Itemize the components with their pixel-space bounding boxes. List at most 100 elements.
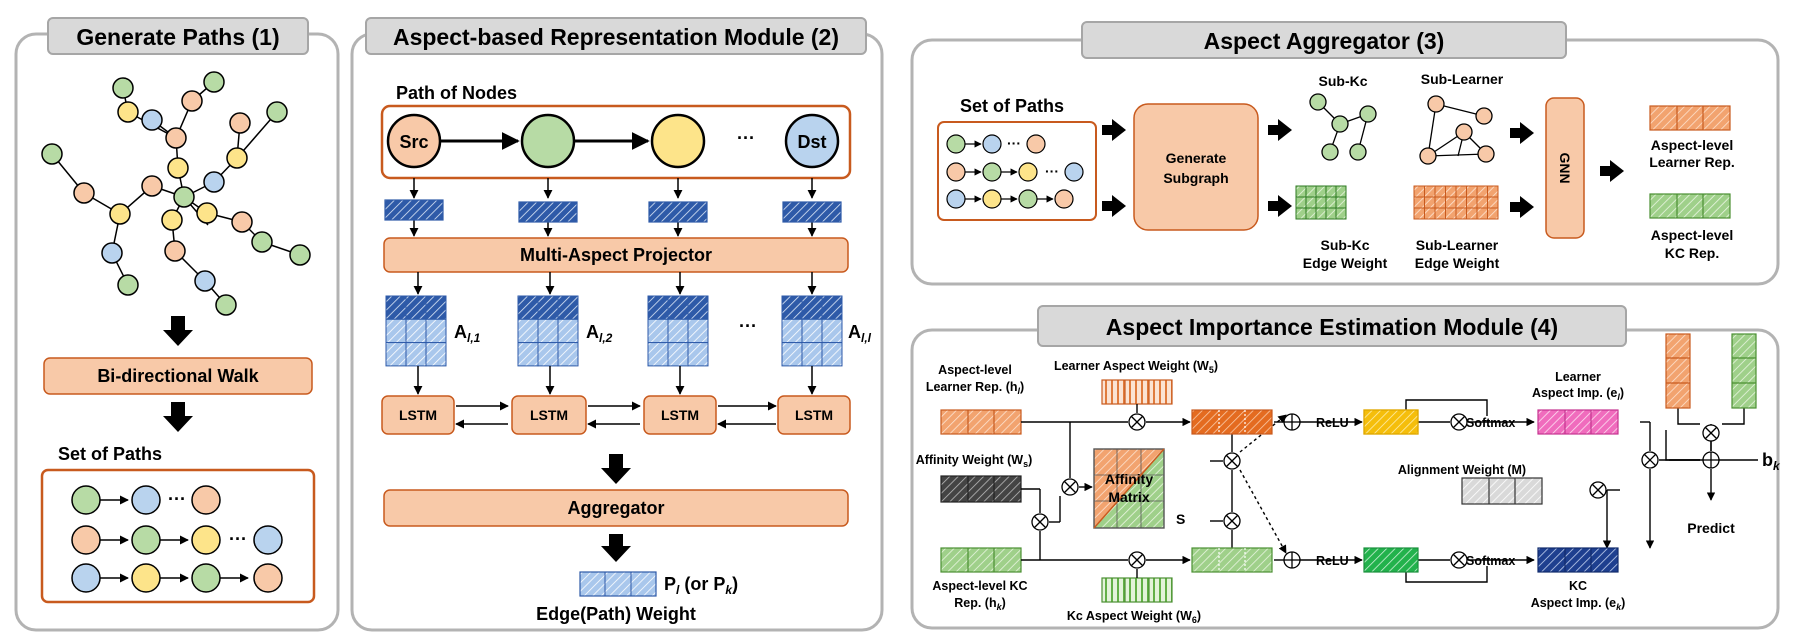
aspect-learner-rep-vector bbox=[1649, 105, 1731, 131]
multiply-operator-icon bbox=[1223, 512, 1241, 530]
matrix-cell bbox=[1315, 185, 1327, 198]
lstm-label: LSTM bbox=[795, 407, 833, 423]
multiply-operator-icon bbox=[1031, 513, 1049, 531]
lstm-cell: LSTM bbox=[381, 395, 455, 435]
kc-importance-vector bbox=[1537, 547, 1619, 573]
matrix-cell bbox=[425, 295, 447, 320]
matrix-cell bbox=[821, 318, 843, 344]
panel-title-3: Aspect Aggregator (3) bbox=[1204, 28, 1445, 54]
matrix-cell bbox=[1445, 196, 1457, 209]
matrix-cell bbox=[1335, 207, 1347, 220]
matrix-cell bbox=[1445, 185, 1457, 198]
add-operator-icon bbox=[1283, 413, 1301, 431]
kc-importance-label: Aspect Imp. (ek) bbox=[1531, 596, 1626, 612]
path-weight-label: Pl (or Pk) bbox=[664, 574, 738, 597]
matrix-cell bbox=[537, 318, 559, 344]
aspect-matrix-label-1: Al,1 bbox=[454, 322, 481, 345]
matrix-cell bbox=[1434, 185, 1446, 198]
multiply-operator-icon bbox=[1589, 481, 1607, 499]
sub-kc-edge-weight-label: Sub-Kc bbox=[1321, 237, 1370, 253]
p4-kc-rep-label: Aspect-level KC bbox=[932, 579, 1027, 593]
learner-relu-vector bbox=[1363, 409, 1419, 435]
vertical-kc-rep bbox=[1731, 333, 1757, 409]
aspect-kc-rep-label: KC Rep. bbox=[1665, 245, 1719, 261]
relu-label-bottom: ReLU bbox=[1316, 554, 1349, 568]
sub-learner-graph bbox=[1419, 95, 1495, 165]
panel-aspect-representation: Aspect-based Representation Module (2) bbox=[350, 17, 884, 632]
matrix-cell bbox=[801, 295, 823, 320]
matrix-cell bbox=[557, 318, 579, 344]
matrix-cell bbox=[647, 295, 669, 320]
path-of-nodes-box: Src Dst ··· bbox=[380, 104, 852, 180]
matrix-cell bbox=[1424, 185, 1436, 198]
matrix-cell bbox=[385, 342, 407, 367]
bi-directional-walk-box: Bi-directional Walk bbox=[43, 357, 313, 395]
matrix-cell bbox=[687, 295, 709, 320]
matrix-cell bbox=[1466, 185, 1478, 198]
learner-aspect-weight-vector bbox=[1101, 379, 1173, 405]
sub-learner-edge-weight-label: Edge Weight bbox=[1415, 255, 1500, 271]
matrix-cell bbox=[1476, 196, 1488, 209]
matrix-cell bbox=[821, 295, 843, 320]
ellipsis: ··· bbox=[168, 489, 186, 509]
multiply-operator-icon bbox=[1061, 478, 1079, 496]
matrix-cell bbox=[1295, 185, 1307, 198]
affinity-weight-label: Affinity Weight (Ws) bbox=[916, 453, 1033, 469]
ellipsis: ··· bbox=[737, 128, 755, 148]
lstm-cell: LSTM bbox=[511, 395, 587, 435]
matrix-cell bbox=[517, 342, 539, 367]
affinity-matrix-label: Matrix bbox=[1108, 489, 1149, 505]
learner-importance-label: Learner bbox=[1555, 370, 1601, 384]
matrix-cell bbox=[1325, 207, 1337, 220]
matrix-cell bbox=[557, 342, 579, 367]
aspect-matrix bbox=[517, 295, 579, 367]
matrix-cell bbox=[517, 295, 539, 320]
learner-rep-vector bbox=[940, 409, 1022, 435]
learner-importance-label: Aspect Imp. (el) bbox=[1532, 386, 1624, 402]
sub-kc-graph bbox=[1309, 93, 1377, 161]
relu-label-top: ReLU bbox=[1316, 416, 1349, 430]
matrix-cell bbox=[405, 318, 427, 344]
multiply-operator-icon bbox=[1223, 452, 1241, 470]
matrix-cell bbox=[1487, 196, 1499, 209]
right-arrow-icon bbox=[1600, 160, 1624, 182]
matrix-cell bbox=[1325, 196, 1337, 209]
multiply-operator-icon bbox=[1641, 451, 1659, 469]
matrix-cell bbox=[1466, 196, 1478, 209]
learner-aspect-weight-label: Learner Aspect Weight (W5) bbox=[1054, 359, 1218, 375]
matrix-cell bbox=[667, 295, 689, 320]
matrix-cell bbox=[801, 342, 823, 367]
matrix-cell bbox=[781, 342, 803, 367]
multiply-operator-icon bbox=[1128, 413, 1146, 431]
kc-rep-vector bbox=[940, 547, 1022, 573]
node-to-vector-arrows bbox=[409, 178, 817, 237]
right-arrow-icon bbox=[1510, 122, 1534, 218]
softmax-label-bottom: Softmax bbox=[1466, 554, 1515, 568]
matrix-cell bbox=[385, 318, 407, 344]
aggregator-box: Aggregator bbox=[383, 489, 849, 527]
matrix-to-lstm-arrows bbox=[413, 366, 817, 395]
matrix-cell bbox=[1476, 185, 1488, 198]
down-arrow-icon bbox=[601, 534, 631, 562]
matrix-cell bbox=[1466, 207, 1478, 220]
lstm-cell: LSTM bbox=[777, 395, 851, 435]
matrix-cell bbox=[517, 318, 539, 344]
sub-edge-weight-matrices bbox=[1295, 185, 1499, 220]
edge-weight-label: Edge(Path) Weight bbox=[536, 604, 696, 624]
affinity-matrix-label: Affinity bbox=[1105, 471, 1153, 487]
operator-symbols bbox=[1031, 413, 1720, 569]
matrix-cell bbox=[1424, 207, 1436, 220]
matrix-cell bbox=[667, 342, 689, 367]
add-operator-icon bbox=[1283, 551, 1301, 569]
ellipsis: ··· bbox=[229, 529, 247, 549]
multiply-operator-icon bbox=[1450, 551, 1468, 569]
gnn-box: GNN bbox=[1545, 97, 1585, 239]
aspect-kc-rep-label: Aspect-level bbox=[1651, 227, 1733, 243]
lstm-cell: LSTM bbox=[643, 395, 717, 435]
matrix-cell bbox=[1424, 196, 1436, 209]
down-arrow-icon bbox=[163, 402, 193, 432]
p3-set-of-paths-box: ··· ··· bbox=[937, 121, 1097, 221]
aspect-matrix bbox=[781, 295, 843, 367]
sub-learner-edge-weight-matrix bbox=[1413, 185, 1499, 220]
p4-kc-rep-label: Rep. (hk) bbox=[954, 596, 1006, 612]
